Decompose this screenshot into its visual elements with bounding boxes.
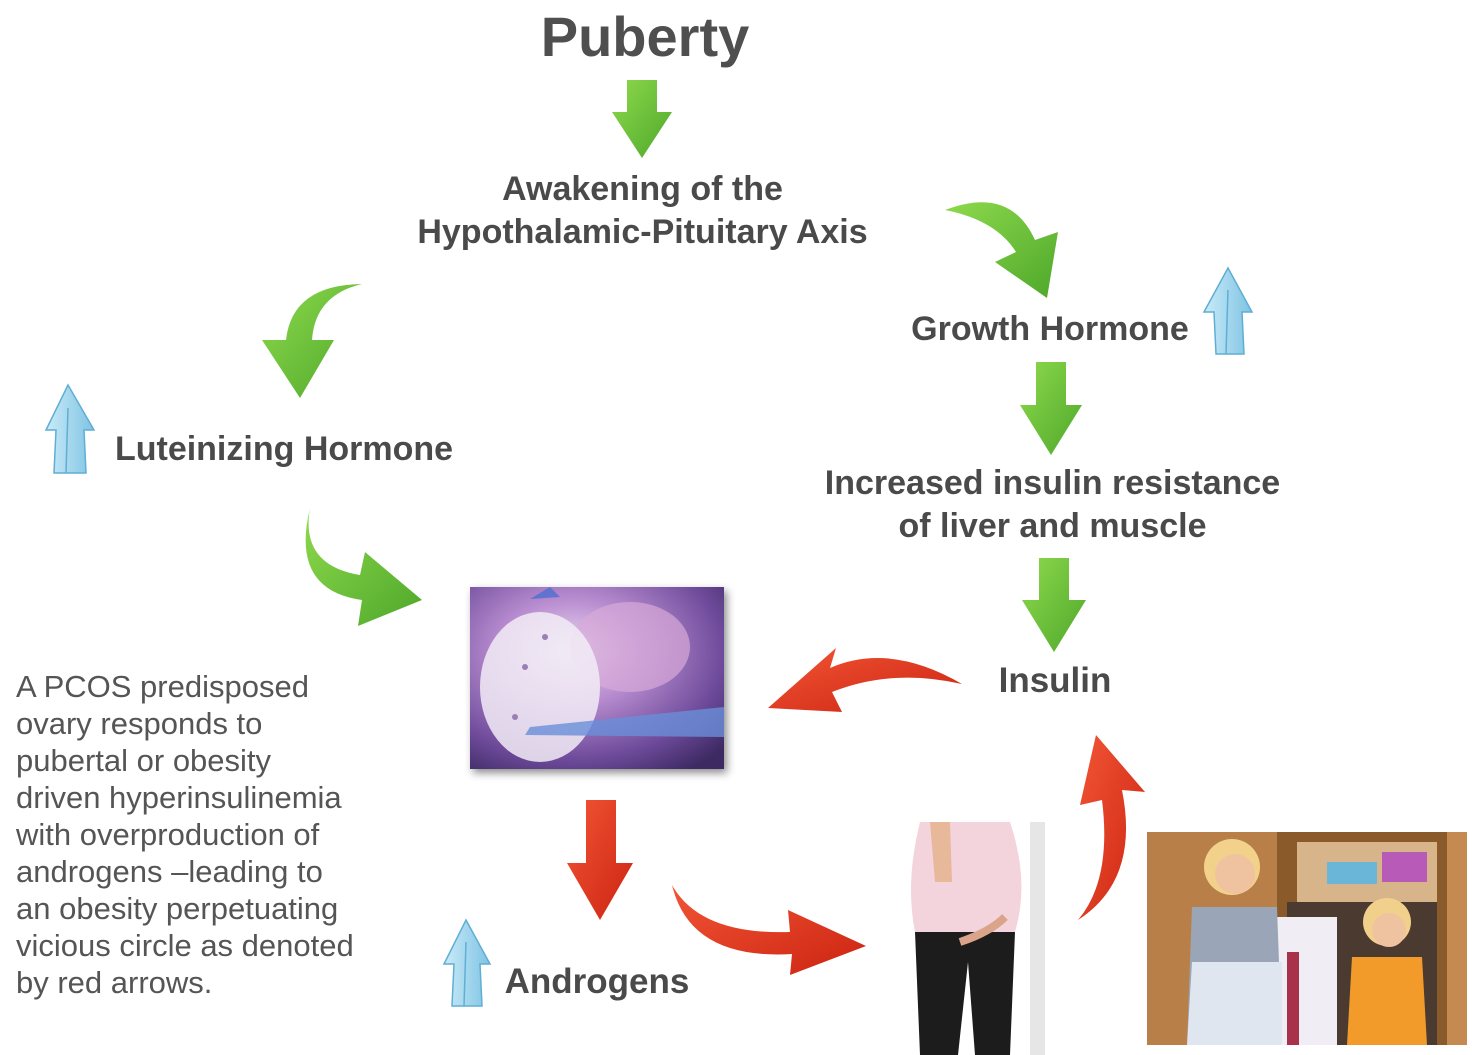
caption-line: by red arrows. (16, 964, 416, 1001)
caption-line: driven hyperinsulinemia (16, 779, 416, 816)
caption-line: A PCOS predisposed (16, 668, 416, 705)
obesity-torso-image (880, 822, 1045, 1055)
up-arrow-growth-hormone (1204, 268, 1252, 354)
ovary-image (470, 587, 724, 769)
green-curved-arrow-lh (262, 284, 362, 398)
node-luteinizing-hormone: Luteinizing Hormone (98, 428, 470, 471)
caption-line: vicious circle as denoted (16, 927, 416, 964)
node-hypothalamic-pituitary-axis: Awakening of the Hypothalamic-Pituitary … (380, 168, 905, 253)
green-curved-arrow-to-ovary (306, 508, 422, 626)
caption-pcos: A PCOS predisposed ovary responds to pub… (16, 668, 416, 1001)
axis-line-2: Hypothalamic-Pituitary Axis (380, 211, 905, 254)
green-down-arrow-growth-hormone (1020, 362, 1082, 455)
node-insulin: Insulin (985, 659, 1125, 703)
red-down-arrow-ovary (567, 800, 633, 920)
green-down-arrow-insulin-resistance (1022, 558, 1086, 652)
caption-line: ovary responds to (16, 705, 416, 742)
insulin-resistance-line-2: of liver and muscle (795, 505, 1310, 548)
node-androgens: Androgens (492, 960, 702, 1004)
title-puberty: Puberty (520, 2, 770, 72)
caption-line: with overproduction of (16, 816, 416, 853)
axis-line-1: Awakening of the (380, 168, 905, 211)
green-down-arrow-puberty (612, 80, 672, 158)
up-arrow-androgens (444, 920, 490, 1006)
green-curved-arrow-growth (945, 202, 1058, 298)
caption-line: androgens –leading to (16, 853, 416, 890)
caption-line: an obesity perpetuating (16, 890, 416, 927)
insulin-resistance-line-1: Increased insulin resistance (795, 462, 1310, 505)
red-curved-arrow-obesity-to-insulin (1078, 735, 1145, 920)
node-insulin-resistance: Increased insulin resistance of liver an… (795, 462, 1310, 547)
caption-line: pubertal or obesity (16, 742, 416, 779)
red-curved-arrow-insulin-to-ovary (768, 648, 962, 712)
teenagers-photo (1147, 832, 1467, 1045)
node-growth-hormone: Growth Hormone (895, 308, 1205, 351)
up-arrow-luteinizing-hormone (46, 385, 94, 473)
